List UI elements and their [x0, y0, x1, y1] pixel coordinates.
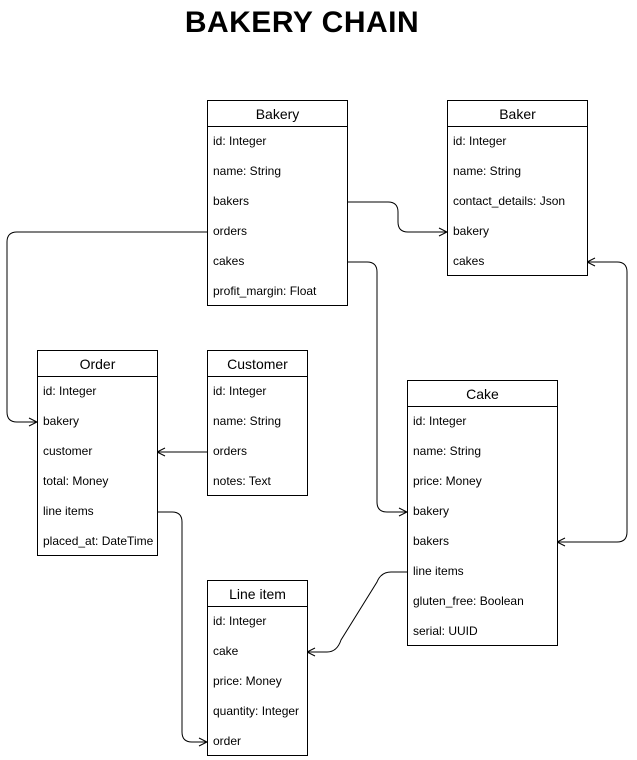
field-row: order [213, 734, 242, 748]
diagram-title: BAKERY CHAIN [184, 6, 420, 39]
field-row: price: Money [213, 674, 282, 688]
field-row: name: String [453, 164, 522, 178]
field-row: orders [213, 444, 248, 458]
entity-bakery: Bakery id: Integer name: String bakers o… [207, 100, 348, 306]
field-row: name: String [213, 164, 282, 178]
link-baker-cakes [557, 261, 628, 543]
field-row: placed_at: DateTime [43, 534, 154, 548]
entity-header: Customer [208, 351, 307, 377]
field-row: cake [213, 644, 239, 658]
field-row: id: Integer [453, 134, 507, 148]
field-row: id: Integer [43, 384, 97, 398]
entity-header: Order [38, 351, 157, 377]
entity-lineitem: Line item id: Integer cake price: Money … [207, 580, 308, 756]
link-bakery-bakers [347, 201, 447, 233]
field-row: orders [213, 224, 248, 238]
entity-header: Baker [448, 101, 587, 127]
field-row: line items [43, 504, 94, 518]
link-order-lineitems [157, 511, 207, 743]
entity-header: Line item [208, 581, 307, 607]
field-row: customer [43, 444, 93, 458]
field-row: name: String [413, 444, 482, 458]
field-row: contact_details: Json [453, 194, 566, 208]
field-row: total: Money [43, 474, 109, 488]
field-row: bakery [453, 224, 490, 238]
field-row: cakes [213, 254, 245, 268]
field-row: id: Integer [413, 414, 467, 428]
field-row: price: Money [413, 474, 482, 488]
field-row: id: Integer [213, 134, 267, 148]
entity-baker: Baker id: Integer name: String contact_d… [447, 100, 588, 276]
link-lineitem-cake [307, 571, 407, 653]
field-row: serial: UUID [413, 624, 478, 638]
field-row: line items [413, 564, 464, 578]
field-row: gluten_free: Boolean [413, 594, 524, 608]
field-row: name: String [213, 414, 282, 428]
field-row: notes: Text [213, 474, 271, 488]
field-row: quantity: Integer [213, 704, 300, 718]
field-row: cakes [453, 254, 485, 268]
field-row: bakery [413, 504, 450, 518]
entity-cake: Cake id: Integer name: String price: Mon… [407, 380, 558, 646]
link-bakery-orders [6, 231, 207, 423]
field-row: bakery [43, 414, 80, 428]
entity-header: Cake [408, 381, 557, 407]
entity-order: Order id: Integer bakery customer total:… [37, 350, 158, 556]
field-row: bakers [213, 194, 250, 208]
entity-header: Bakery [208, 101, 347, 127]
field-row: id: Integer [213, 614, 267, 628]
link-bakery-cakes [347, 261, 407, 513]
field-row: id: Integer [213, 384, 267, 398]
field-row: bakers [413, 534, 450, 548]
field-row: profit_margin: Float [213, 284, 317, 298]
entity-customer: Customer id: Integer name: String orders… [207, 350, 308, 496]
